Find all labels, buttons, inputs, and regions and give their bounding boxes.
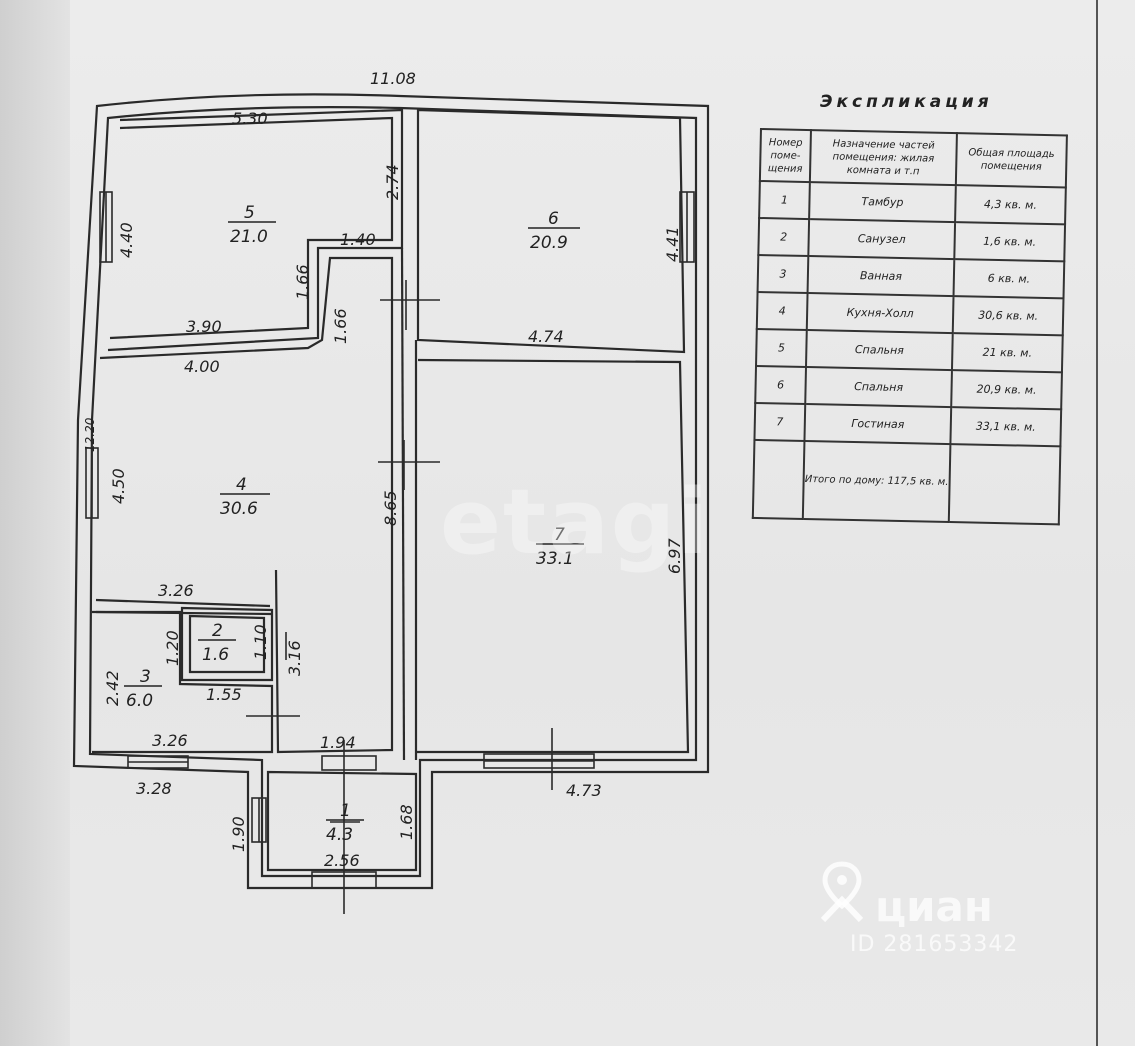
dim-r1-right: 1.68 xyxy=(397,804,416,840)
table-row: 3 Ванная 6 кв. м. xyxy=(757,254,1065,299)
dim-r2-left: 1.20 xyxy=(163,630,182,666)
table-row: 2 Санузел 1,6 кв. м. xyxy=(758,218,1066,262)
total-label: Итого по дому: 117,5 кв. м. xyxy=(802,440,951,523)
explication-title: Экспликация xyxy=(820,92,993,112)
room-6-number: 6 xyxy=(548,209,559,229)
dim-r5-step: 1.40 xyxy=(340,230,376,249)
room-4-walls xyxy=(99,256,394,754)
room-6-walls xyxy=(416,108,686,354)
row-number: 6 xyxy=(755,365,807,405)
dim-r5-top: 5.30 xyxy=(232,109,268,128)
row-name: Спальня xyxy=(805,367,952,408)
dim-r1-left: 1.90 xyxy=(229,816,248,852)
room-4-area: 30.6 xyxy=(220,499,258,519)
row-number: 5 xyxy=(756,328,807,368)
dim-r7-right: 6.97 xyxy=(665,538,684,574)
dim-step-v1: 1.66 xyxy=(293,264,312,300)
room-3-walls xyxy=(92,610,274,754)
room-2-walls xyxy=(180,606,274,682)
total-empty-cell xyxy=(752,439,805,519)
table-row: 5 Спальня 21 кв. м. xyxy=(756,328,1063,373)
row-name: Ванная xyxy=(807,256,955,297)
row-area: 21 кв. м. xyxy=(951,333,1063,373)
dim-r5-bottom: 3.90 xyxy=(186,317,222,336)
dim-top-total: 11.08 xyxy=(370,69,416,88)
dim-r2-bottom: 1.55 xyxy=(206,685,242,704)
dim-r4-top: 4.00 xyxy=(184,357,220,376)
inner-outline xyxy=(88,106,698,878)
room-6-area: 20.9 xyxy=(530,233,568,253)
header-room-area: Общая площадь помещения xyxy=(955,133,1067,188)
room-1-number: 1 xyxy=(340,801,351,821)
room-7-number: 7 xyxy=(554,525,565,545)
table-row: 4 Кухня-Холл 30,6 кв. м. xyxy=(756,291,1064,336)
dim-left-partial: 12.20 xyxy=(83,417,97,452)
room-1-walls xyxy=(266,770,418,872)
room-4-number: 4 xyxy=(236,475,247,495)
dim-r3-left: 2.42 xyxy=(103,670,122,706)
row-area: 6 кв. м. xyxy=(953,259,1065,299)
row-area: 20,9 кв. м. xyxy=(951,370,1062,410)
dim-corridor: 8.65 xyxy=(381,490,400,526)
room-3-number: 3 xyxy=(140,667,151,687)
corridor-wall xyxy=(400,247,406,761)
row-name: Кухня-Холл xyxy=(806,293,954,334)
header-room-purpose: Назначение частей помещения: жилая комна… xyxy=(809,130,957,186)
total-empty-cell xyxy=(948,444,1061,525)
table-row: 7 Гостиная 33,1 кв. м. xyxy=(754,402,1062,447)
room-3-area: 6.0 xyxy=(126,691,153,711)
row-name: Санузел xyxy=(808,219,956,260)
room-2-number: 2 xyxy=(212,621,223,641)
header-room-number: Номер поме-щения xyxy=(759,129,811,183)
cian-listing-id: ID 281653342 xyxy=(850,932,1019,957)
dim-r1-bottom: 2.56 xyxy=(324,851,360,870)
location-pin-icon xyxy=(820,861,864,923)
room-1-area: 4.3 xyxy=(326,825,353,845)
dim-r1-top: 1.94 xyxy=(320,733,356,752)
row-number: 2 xyxy=(758,218,810,257)
row-name: Гостиная xyxy=(804,404,952,445)
explication-table: Номер поме-щения Назначение частей помещ… xyxy=(752,128,1068,525)
row-area: 4,3 кв. м. xyxy=(955,185,1066,225)
paper-sheet xyxy=(62,0,1135,1046)
dim-r5-right: 2.74 xyxy=(383,164,402,200)
outer-wall xyxy=(72,93,710,890)
dim-r2-right: 1.10 xyxy=(251,624,270,660)
dim-step-v2: 1.66 xyxy=(331,308,350,344)
table-row: 6 Спальня 20,9 кв. м. xyxy=(755,365,1062,410)
etagi-watermark: etagi xyxy=(440,470,711,575)
dim-r6-right: 4.41 xyxy=(663,226,682,262)
row-number: 7 xyxy=(754,402,806,441)
drawing-frame-line xyxy=(1096,0,1098,1046)
room-5-number: 5 xyxy=(244,203,255,223)
dim-r6-bottom: 4.74 xyxy=(528,327,564,346)
cian-brand: циан xyxy=(875,882,993,931)
dim-r4-left: 4.50 xyxy=(109,468,128,504)
dim-r2-side: 3.16 xyxy=(285,640,304,676)
dim-r5-left: 4.40 xyxy=(117,222,136,258)
table-row: 1 Тамбур 4,3 кв. м. xyxy=(759,181,1066,225)
row-number: 4 xyxy=(756,291,808,331)
dim-r7-bottom: 4.73 xyxy=(566,781,602,800)
row-area: 30,6 кв. м. xyxy=(952,296,1064,336)
dim-r4-bottom: 3.26 xyxy=(158,581,194,600)
row-area: 33,1 кв. м. xyxy=(950,407,1062,447)
row-area: 1,6 кв. м. xyxy=(954,222,1066,262)
room-5-area: 21.0 xyxy=(230,227,268,247)
paper-edge-shadow xyxy=(0,0,70,1046)
room-2-area: 1.6 xyxy=(202,645,229,665)
room-5-walls xyxy=(107,108,404,352)
dim-r3-bottom: 3.26 xyxy=(152,731,188,750)
row-name: Тамбур xyxy=(809,182,956,223)
total-row: Итого по дому: 117,5 кв. м. xyxy=(752,439,1061,525)
row-number: 1 xyxy=(759,181,810,220)
row-number: 3 xyxy=(757,254,809,294)
row-name: Спальня xyxy=(806,330,953,371)
dim-outer-bottom-left: 3.28 xyxy=(136,779,172,798)
room-7-area: 33.1 xyxy=(536,549,574,569)
